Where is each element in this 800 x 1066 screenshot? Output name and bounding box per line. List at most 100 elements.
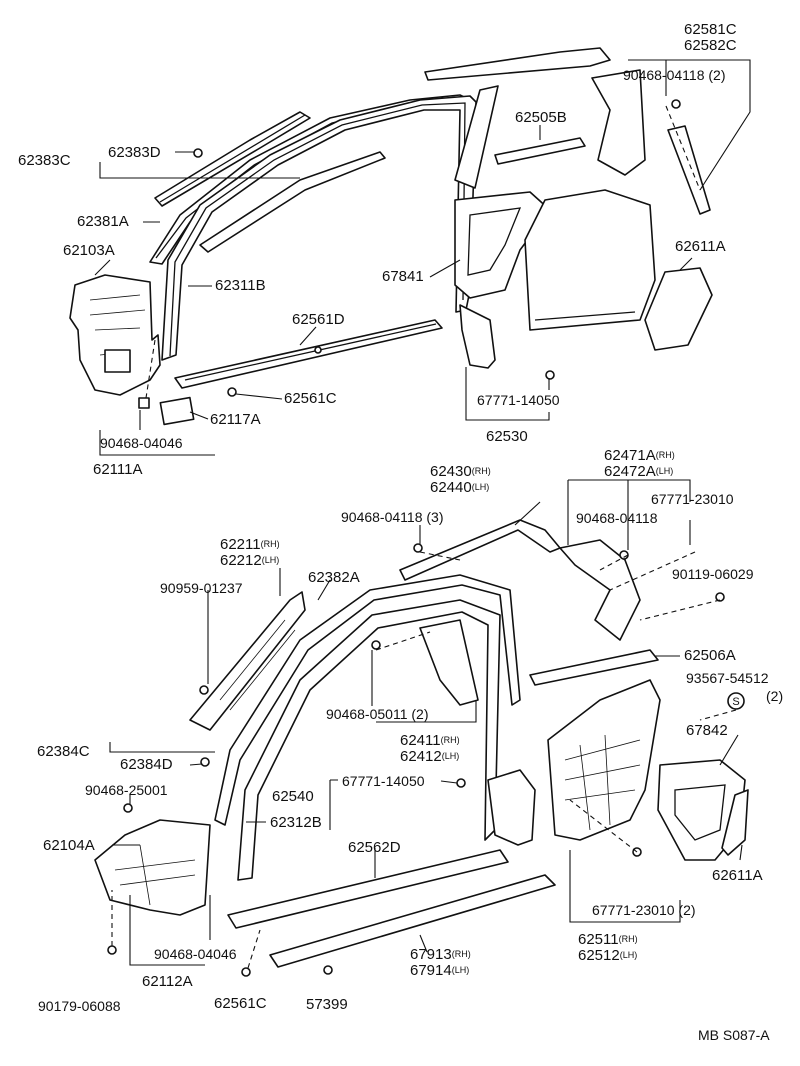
label-90468-04046-bottom: 90468-04046 bbox=[154, 946, 237, 962]
label-67771-23010-2: 67771-23010 (2) bbox=[592, 902, 696, 918]
door-opening-trim-62312b bbox=[237, 599, 501, 881]
clip-90468-04118-top bbox=[671, 99, 681, 109]
pad-62611a-top bbox=[644, 267, 713, 351]
label-62471a: 62471A(RH) bbox=[604, 447, 675, 464]
label-90468-04118-3: 90468-04118 (3) bbox=[341, 509, 444, 525]
label-62611a-top: 62611A bbox=[675, 238, 726, 255]
bolt-90179-06088 bbox=[107, 945, 117, 955]
label-62611a-bottom: 62611A bbox=[712, 867, 763, 884]
quarter-trim-panel-62511 bbox=[547, 679, 661, 841]
label-62311b: 62311B bbox=[215, 277, 266, 294]
label-62505b: 62505B bbox=[515, 109, 567, 126]
label-67913: 67913(RH) bbox=[410, 946, 471, 963]
cowl-side-trim-62103a bbox=[69, 274, 161, 396]
label-62512: 62512(LH) bbox=[578, 947, 638, 964]
roof-rail-garnish-62430 bbox=[399, 519, 561, 581]
label-62104a: 62104A bbox=[43, 837, 95, 854]
scuff-plate-62561d bbox=[174, 319, 443, 389]
leader-lines bbox=[94, 59, 751, 966]
label-93567-qty: (2) bbox=[766, 688, 784, 704]
label-62440: 62440(LH) bbox=[430, 479, 490, 496]
clip-90468-04118-bottom bbox=[619, 550, 629, 560]
quarter-inner-panel bbox=[524, 189, 656, 331]
label-62561c-top: 62561C bbox=[284, 390, 337, 407]
label-67842: 67842 bbox=[686, 722, 728, 739]
label-62111a: 62111A bbox=[93, 461, 143, 478]
strip-62582c bbox=[667, 125, 711, 215]
scuff-plate-62562d bbox=[227, 849, 509, 929]
label-57399: 57399 bbox=[306, 996, 348, 1013]
label-62411: 62411(RH) bbox=[400, 732, 460, 749]
screw-62561c-bottom bbox=[241, 967, 251, 977]
clip-90468-04118-three bbox=[413, 543, 423, 553]
dashed-leaders bbox=[111, 105, 737, 969]
label-90468-04118: 90468-04118 bbox=[576, 510, 658, 526]
label-62511: 62511(RH) bbox=[578, 931, 638, 948]
clip-62383d bbox=[193, 148, 203, 158]
label-62117a: 62117A bbox=[210, 411, 261, 428]
label-62112a: 62112A bbox=[142, 973, 193, 990]
label-62103a: 62103A bbox=[63, 242, 115, 259]
label-62561c-bottom: 62561C bbox=[214, 995, 267, 1012]
label-62383c: 62383C bbox=[18, 152, 71, 169]
s-mark-text: S bbox=[732, 696, 739, 708]
clip-67771-14050-bottom bbox=[456, 778, 466, 788]
label-62312b: 62312B bbox=[270, 814, 322, 831]
label-62561d: 62561D bbox=[292, 311, 345, 328]
label-90468-04118-2: 90468-04118 (2) bbox=[623, 67, 726, 83]
label-67914: 67914(LH) bbox=[410, 962, 470, 979]
label-62383d: 62383D bbox=[108, 144, 161, 161]
quarter-trim-62471a bbox=[559, 539, 641, 641]
quarter-upper-trim bbox=[591, 69, 646, 176]
clip-57399 bbox=[323, 965, 333, 975]
clip-90468-04046-top bbox=[138, 397, 150, 409]
label-90959-01237: 90959-01237 bbox=[160, 580, 243, 596]
label-90468-25001: 90468-25001 bbox=[85, 782, 168, 798]
label-62506a: 62506A bbox=[684, 647, 736, 664]
label-90468-05011-2: 90468-05011 (2) bbox=[326, 706, 429, 722]
roof-side-molding-62383c bbox=[154, 111, 311, 207]
label-67771-23010: 67771-23010 bbox=[651, 491, 734, 507]
label-90179-06088: 90179-06088 bbox=[38, 998, 121, 1014]
pillar-lower-trim-62540 bbox=[487, 769, 536, 846]
pad-62611a-bottom bbox=[721, 789, 749, 856]
screw-62561c-top bbox=[227, 387, 237, 397]
label-62581c: 62581C bbox=[684, 21, 737, 38]
clip-90468-25001 bbox=[123, 803, 133, 813]
label-62472a: 62472A(LH) bbox=[604, 463, 674, 480]
strip-62505b bbox=[494, 137, 586, 165]
label-62211: 62211(RH) bbox=[220, 536, 280, 553]
pillar-lower-trim-62530 bbox=[459, 304, 496, 369]
s-mark-circle bbox=[727, 692, 745, 710]
label-90119-06029: 90119-06029 bbox=[672, 566, 754, 582]
clip-62384d bbox=[200, 757, 210, 767]
center-pillar-upper-trim bbox=[454, 85, 499, 189]
label-67771-14050-bottom: 67771-14050 bbox=[342, 773, 425, 789]
label-67771-14050-top: 67771-14050 bbox=[477, 392, 560, 408]
strip-62506a bbox=[529, 649, 659, 686]
label-90468-04046-top: 90468-04046 bbox=[100, 435, 183, 451]
label-67841: 67841 bbox=[382, 268, 424, 285]
roof-side-rail-garnish-62581c bbox=[424, 47, 611, 81]
rocker-molding-67913 bbox=[269, 874, 556, 968]
clip-90959-01237 bbox=[199, 685, 209, 695]
clip-67771-14050-top bbox=[545, 370, 555, 380]
cowl-side-trim-62104a bbox=[94, 819, 211, 916]
label-62430: 62430(RH) bbox=[430, 463, 491, 480]
label-62582c: 62582C bbox=[684, 37, 737, 54]
label-62212: 62212(LH) bbox=[220, 552, 280, 569]
label-62384c: 62384C bbox=[37, 743, 90, 760]
label-62540: 62540 bbox=[272, 788, 314, 805]
clip-90119-06029 bbox=[715, 592, 725, 602]
label-62412: 62412(LH) bbox=[400, 748, 460, 765]
label-62384d: 62384D bbox=[120, 756, 173, 773]
cover-62117a bbox=[159, 396, 195, 426]
label-62562d: 62562D bbox=[348, 839, 401, 856]
door-trim-67841 bbox=[454, 191, 551, 299]
clip-90468-05011 bbox=[371, 640, 381, 650]
front-pillar-garnish-62211 bbox=[189, 591, 306, 731]
label-62530: 62530 bbox=[486, 428, 528, 445]
label-62381a: 62381A bbox=[77, 213, 129, 230]
diagram-code: MB S087-A bbox=[698, 1027, 770, 1043]
